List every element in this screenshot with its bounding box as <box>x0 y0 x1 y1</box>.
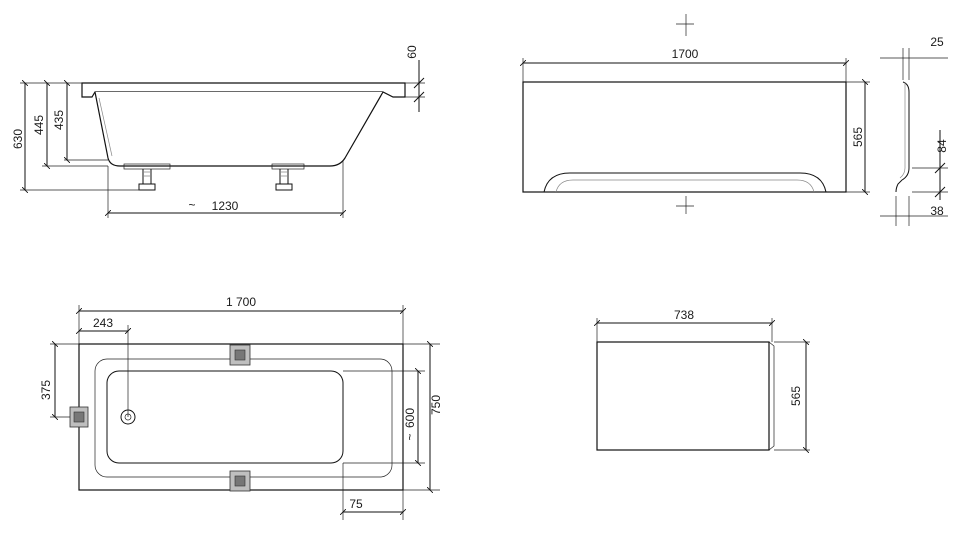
mounting-bracket-left <box>69 406 89 428</box>
dim-profile-top-depth: 25 <box>930 35 944 49</box>
dim-top-width: 750 <box>429 395 443 415</box>
dim-rim-height: 60 <box>405 45 419 59</box>
approx-symbol-top: ~ <box>403 433 417 440</box>
side-leg-left <box>123 163 171 191</box>
front-panel-recess <box>543 172 827 193</box>
dim-inner-width: 600 <box>403 408 417 428</box>
top-outer-rim <box>78 343 404 491</box>
end-panel-outline <box>596 341 770 451</box>
dim-total-height: 630 <box>11 129 25 149</box>
dim-profile-foot-height: 84 <box>935 139 949 153</box>
dim-height-435: 435 <box>52 110 66 130</box>
top-basin <box>106 370 344 464</box>
dim-bottom-length: 1230 <box>212 199 239 213</box>
mounting-bracket-bottom <box>229 470 251 492</box>
dim-end-width: 738 <box>674 308 694 322</box>
front-panel-view: 1700 565 <box>523 14 870 214</box>
side-basin-inner-line <box>98 97 113 157</box>
side-leg-right <box>271 163 305 191</box>
panel-profile-view: 25 84 38 <box>880 35 949 226</box>
dim-offset-375: 375 <box>39 380 53 400</box>
mounting-bracket-top <box>229 344 251 366</box>
dim-height-445: 445 <box>32 115 46 135</box>
front-panel-outline <box>522 81 847 193</box>
dim-offset-75: 75 <box>349 497 363 511</box>
approx-symbol-side: ~ <box>188 198 195 212</box>
dim-front-height: 565 <box>851 127 865 147</box>
side-basin <box>94 91 384 167</box>
top-view: 1 700 243 375 750 ~ 600 75 <box>39 295 443 520</box>
dim-offset-243: 243 <box>93 316 113 330</box>
dim-end-height: 565 <box>789 386 803 406</box>
profile-outline <box>895 81 910 193</box>
end-panel-edge <box>768 341 775 451</box>
dim-front-width: 1700 <box>672 47 699 61</box>
dim-top-length: 1 700 <box>226 295 256 309</box>
dim-profile-foot-depth: 38 <box>930 204 944 218</box>
end-panel-view: 738 565 <box>597 308 810 450</box>
side-view: 630 445 435 60 ~ 1230 <box>11 45 425 218</box>
